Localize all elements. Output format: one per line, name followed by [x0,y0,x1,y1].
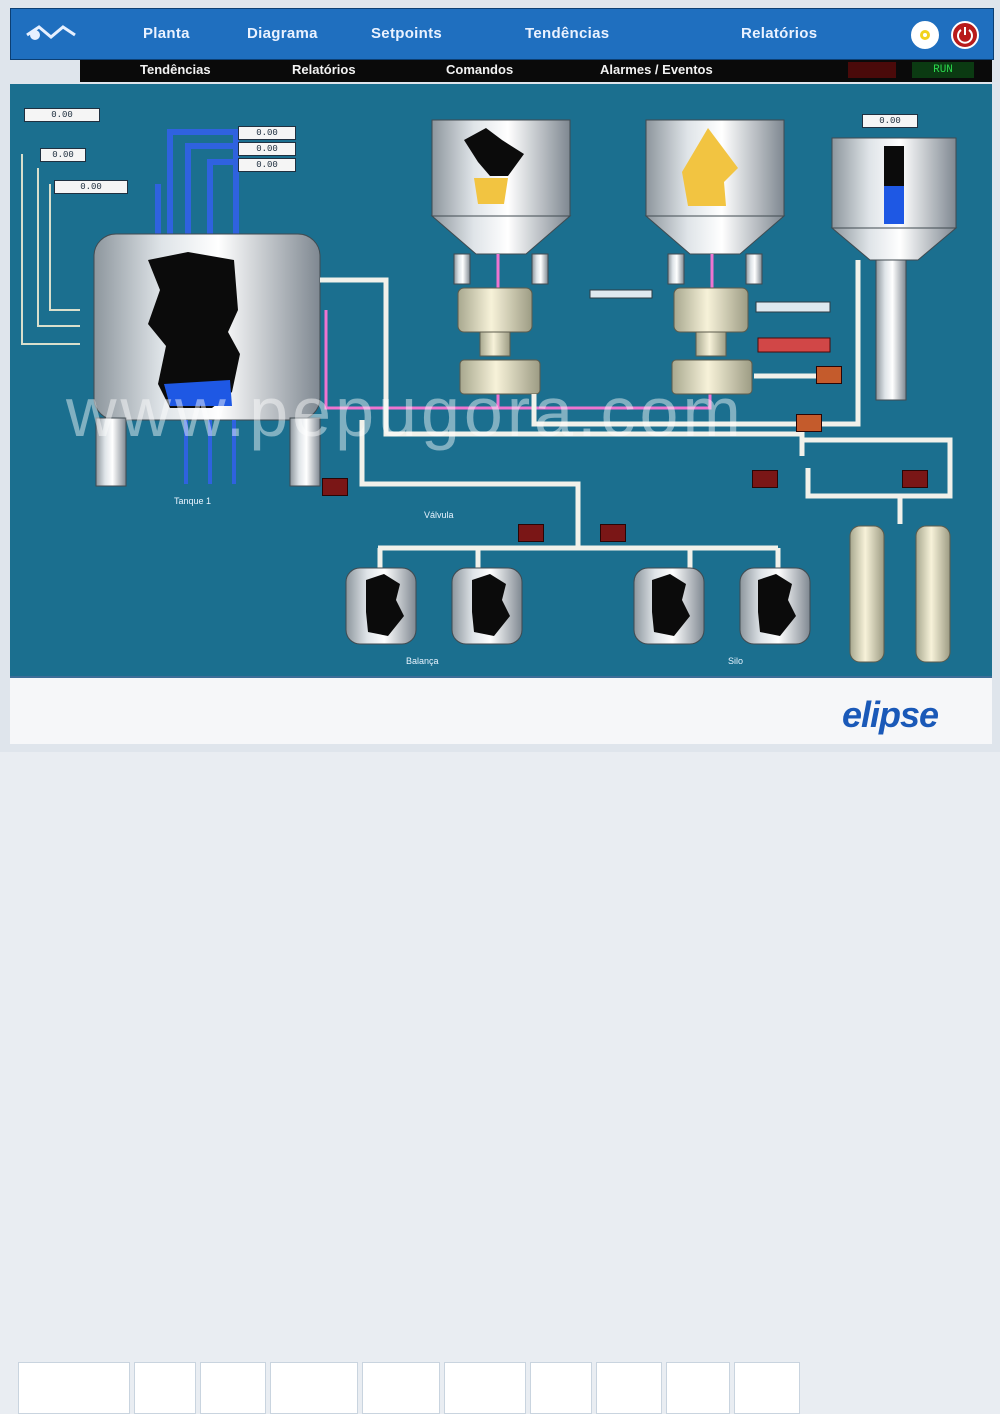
status-indicator: RUN [912,62,974,78]
menu-item[interactable]: Tendências [525,25,610,42]
tag-readout: 0.00 [862,114,918,128]
alarm-indicator [848,62,896,78]
menu-item[interactable]: Diagrama [247,25,318,42]
footer-panel [200,1362,266,1414]
header-bar: Planta Diagrama Setpoints Tendências Rel… [10,8,994,60]
level-indicator [757,337,831,353]
submenu-item[interactable]: Relatórios [292,62,356,77]
menu-item[interactable]: Relatórios [741,25,818,42]
tag-label: Silo [728,656,744,666]
tag-label: Tanque 1 [174,496,212,506]
tag-readout: 0.00 [238,126,296,140]
menu-item[interactable]: Setpoints [371,25,443,42]
level-indicator-top [755,301,831,313]
footer-panel [134,1362,196,1414]
valve[interactable] [902,470,928,488]
footer-panel [362,1362,440,1414]
valve[interactable] [322,478,348,496]
gear-icon [920,30,930,40]
storage-cylinders [849,525,951,663]
valve[interactable] [600,524,626,542]
white-pipes [320,260,953,568]
submenu-item[interactable]: Tendências [140,62,211,77]
valve[interactable] [518,524,544,542]
main-tank [93,233,321,487]
valve[interactable] [752,470,778,488]
process-canvas: 0.00 0.00 0.00 0.00 0.00 0.00 0.00 Tanqu… [10,84,992,702]
silo-right [644,119,786,285]
tag-readout: 0.00 [24,108,100,122]
footer-panel [18,1362,130,1414]
footer-panel [444,1362,526,1414]
valve[interactable] [816,366,842,384]
tag-readout: 0.00 [238,142,296,156]
watermark: www.pepugora.com [66,373,745,451]
tag-readout: 0.00 [238,158,296,172]
app-logo [26,25,76,40]
tag-label: Válvula [424,510,454,520]
left-piping [21,154,80,345]
submenu-item[interactable]: Alarmes / Eventos [600,62,713,77]
bottom-tanks [345,567,811,645]
tower-silo [830,137,958,401]
footer-panel [666,1362,730,1414]
menu-item[interactable]: Planta [143,25,190,42]
brand-logo: elipse [842,694,939,735]
power-button[interactable] [951,21,979,49]
process-diagram [21,119,958,663]
footer-panel [734,1362,800,1414]
valve[interactable] [796,414,822,432]
sub-navbar [80,60,992,82]
settings-button[interactable] [911,21,939,49]
scale-bar [589,289,653,299]
footer-panel [270,1362,358,1414]
submenu-item[interactable]: Comandos [446,62,514,77]
tag-label: Balança [406,656,439,666]
power-icon [957,27,973,44]
footer-panel [530,1362,592,1414]
blue-pipes [155,129,239,234]
weighing-units [457,287,753,395]
tag-readout: 0.00 [40,148,86,162]
footer-panel [596,1362,662,1414]
silo-left [430,119,572,285]
tag-readout: 0.00 [54,180,128,194]
tank-outlets [184,420,236,484]
